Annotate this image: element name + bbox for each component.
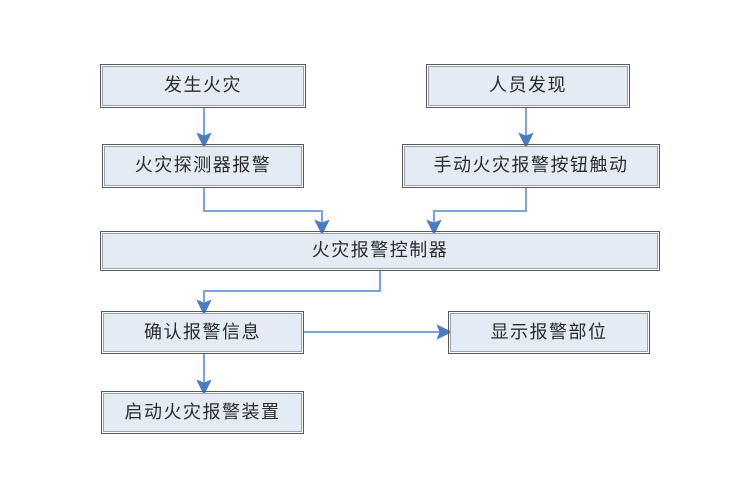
- node-label: 显示报警部位: [490, 321, 608, 342]
- node-label: 火灾探测器报警: [134, 155, 272, 175]
- node-confirm-alarm-info[interactable]: 确认报警信息: [101, 311, 304, 354]
- node-fire-occurs[interactable]: 发生火灾: [100, 64, 306, 108]
- node-label: 手动火灾报警按钮触动: [433, 155, 629, 175]
- node-manual-call-point[interactable]: 手动火灾报警按钮触动: [402, 144, 660, 188]
- node-start-alarm-device[interactable]: 启动火灾报警装置: [101, 391, 304, 434]
- node-display-alarm-zone[interactable]: 显示报警部位: [448, 311, 650, 354]
- node-label: 发生火灾: [164, 75, 242, 95]
- edge-controller-to-confirm: [196, 270, 382, 316]
- node-detector-alarm[interactable]: 火灾探测器报警: [102, 144, 304, 188]
- node-alarm-controller[interactable]: 火灾报警控制器: [100, 231, 660, 271]
- node-label: 人员发现: [489, 75, 567, 95]
- edge-manual-to-controller: [426, 187, 528, 236]
- node-label: 确认报警信息: [144, 321, 261, 342]
- edge-detector-to-controller: [202, 187, 330, 236]
- node-person-discovers[interactable]: 人员发现: [426, 64, 630, 108]
- node-label: 启动火灾报警装置: [124, 401, 281, 422]
- node-label: 火灾报警控制器: [311, 240, 449, 260]
